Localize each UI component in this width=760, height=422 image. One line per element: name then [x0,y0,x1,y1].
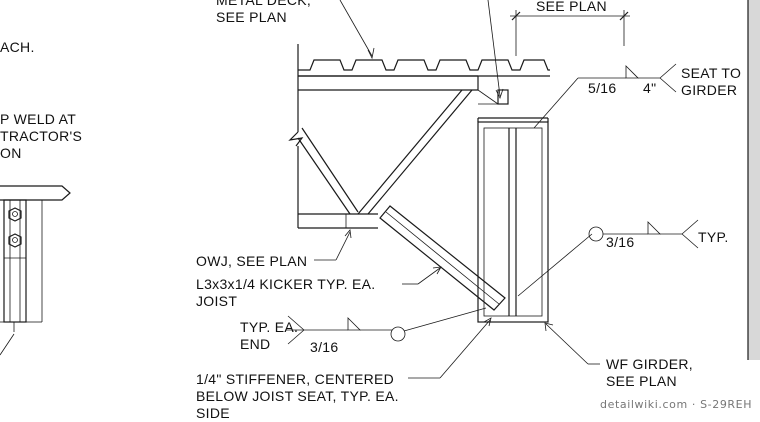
see-plan-dimension [510,10,630,56]
label-kicker-2: JOIST [196,293,237,309]
label-left-fragment-4: ON [0,145,22,161]
label-end-weld-size: 3/16 [310,339,338,355]
label-seat-weld-length: 4" [643,80,656,96]
label-typ-ea-2: END [240,336,270,352]
label-see-plan-dimension: SEE PLAN [536,0,607,14]
leaders [286,0,699,379]
label-stiffener-2: BELOW JOIST SEAT, TYP. EA. [196,388,399,404]
label-seat-to-girder-2: GIRDER [681,82,737,98]
label-left-fragment-2: P WELD AT [0,111,76,127]
label-typ-ea-1: TYP. EA. [240,319,298,335]
metal-deck [298,59,550,77]
kicker-angle [379,205,506,311]
wf-girder [477,117,549,323]
label-metal-deck-1: METAL DECK, [216,0,311,8]
label-seat-weld-size: 5/16 [588,80,616,96]
label-typ-right: TYP. [698,229,729,245]
label-stiffener-3: SIDE [196,405,230,421]
open-web-joist [288,44,509,229]
label-typ-weld-size: 3/16 [606,234,634,250]
border-strip [748,0,760,360]
label-stiffener-1: 1/4" STIFFENER, CENTERED [196,371,394,387]
label-wf-girder-1: WF GIRDER, [606,356,693,372]
label-kicker-1: L3x3x1/4 KICKER TYP. EA. [196,276,375,292]
label-owj: OWJ, SEE PLAN [196,253,307,269]
label-seat-to-girder-1: SEAT TO [681,65,741,81]
label-wf-girder-2: SEE PLAN [606,373,677,389]
watermark: detailwiki.com · S-29REH [600,398,752,411]
label-left-fragment-1: ACH. [0,39,35,55]
label-metal-deck-2: SEE PLAN [216,9,287,25]
left-partial-detail [0,185,71,356]
label-left-fragment-3: TRACTOR'S [0,128,82,144]
